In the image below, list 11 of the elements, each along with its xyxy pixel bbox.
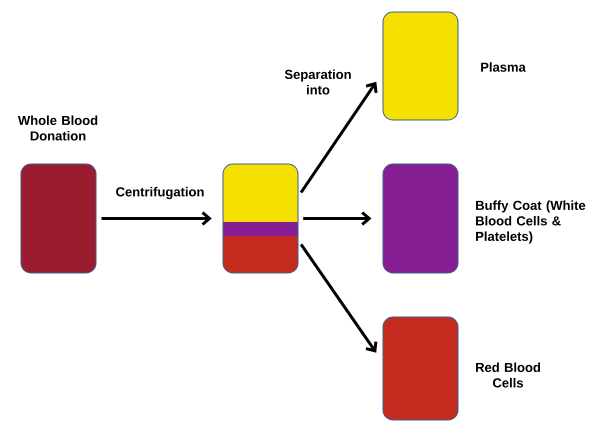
arrow (300, 82, 378, 194)
arrow (303, 211, 372, 226)
arrow (300, 244, 378, 353)
arrow (102, 211, 212, 226)
sample-label: Plasma (481, 62, 526, 72)
sample-label: Whole Blood Donation (18, 115, 98, 141)
sample-label: Red Blood Cells (476, 362, 540, 388)
sample-label: Buffy Coat (White Blood Cells & Platelets) (476, 200, 586, 244)
edge-label: Separation into (284, 69, 351, 95)
separated-tube (222, 164, 298, 274)
edge-label: Centrifugation (116, 186, 204, 200)
